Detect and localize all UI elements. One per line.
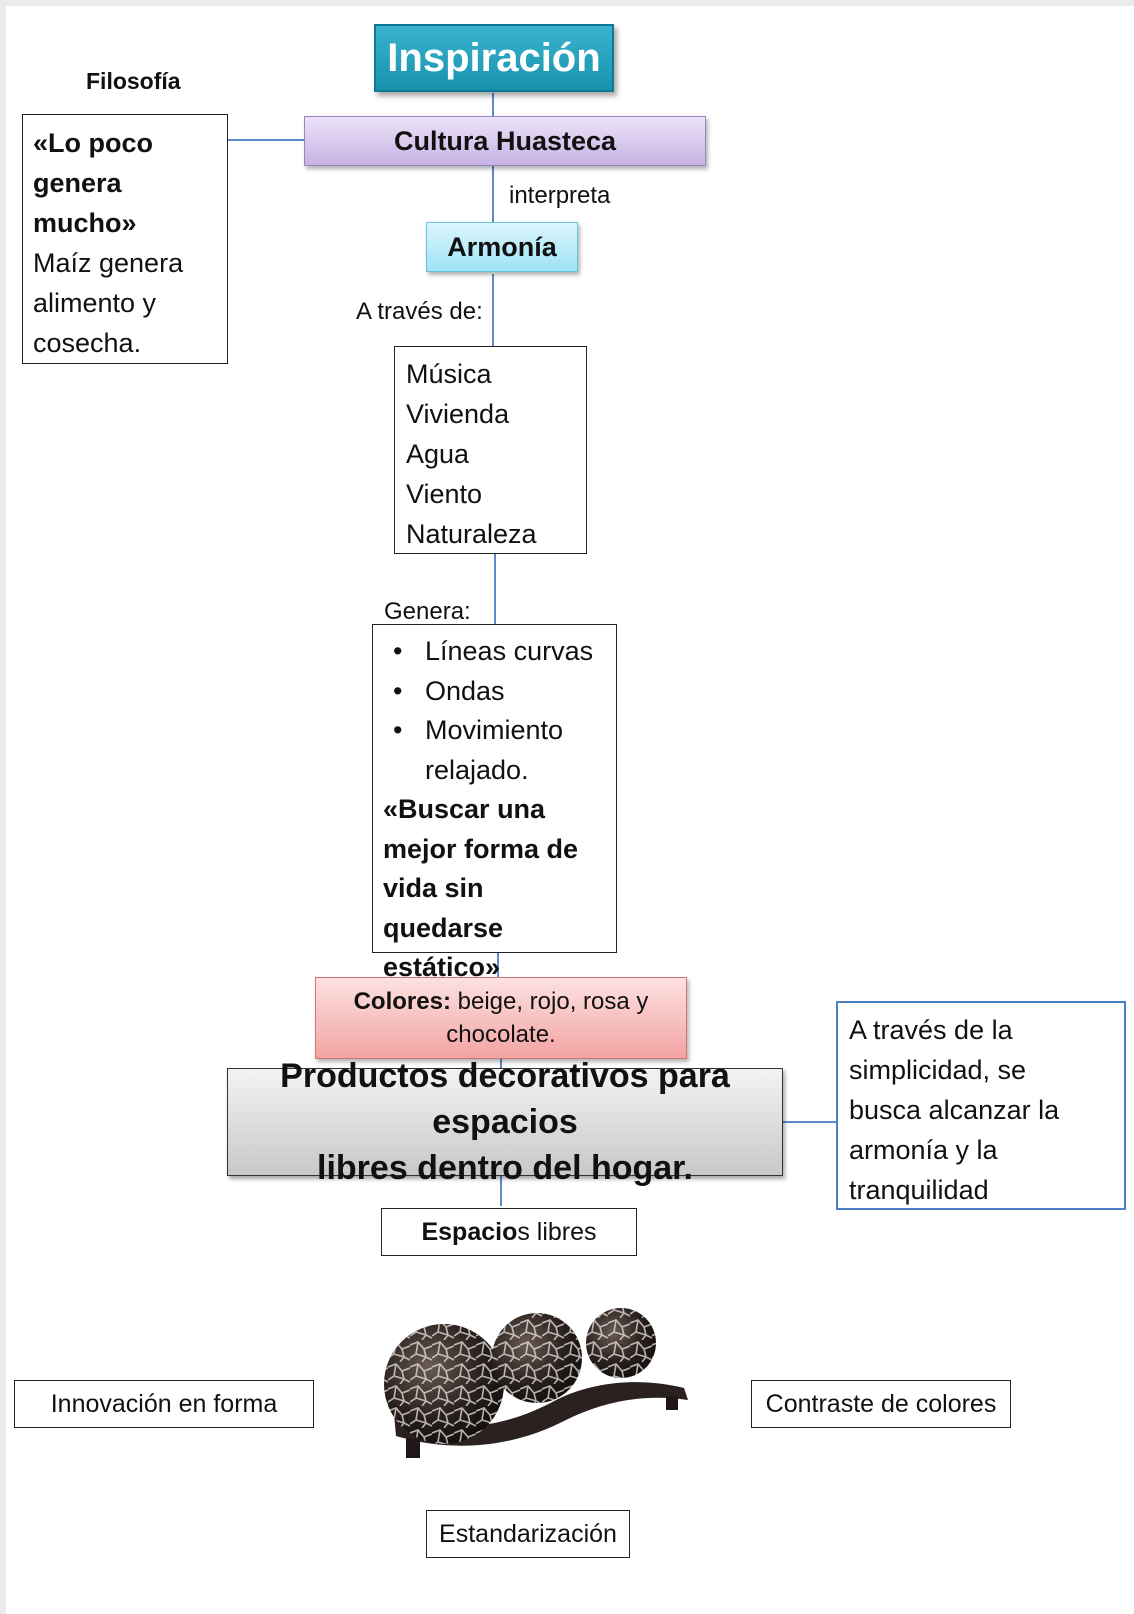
filosofia-text-line: cosecha. bbox=[33, 328, 142, 358]
productos-line-2: libres dentro del hogar. bbox=[317, 1149, 693, 1187]
espacios-libres-label: Espacios libres bbox=[421, 1218, 596, 1247]
innovacion-label: Innovación en forma bbox=[50, 1389, 278, 1418]
a-traves-de-label: A través de: bbox=[356, 298, 483, 325]
filosofia-quote-line: mucho» bbox=[33, 208, 137, 238]
connector-lista-genera bbox=[494, 546, 496, 656]
filosofia-text-line: Maíz genera bbox=[33, 248, 184, 278]
elemento-item: Música bbox=[406, 359, 492, 389]
espacios-libres-box: Espacios libres bbox=[381, 1208, 637, 1256]
genera-box: Líneas curvas Ondas Movimiento relajado.… bbox=[372, 624, 617, 982]
filosofia-text-line: alimento y bbox=[33, 288, 157, 318]
genera-label: Genera: bbox=[384, 598, 471, 625]
espacios-bold: Espacio bbox=[421, 1217, 518, 1246]
connector-cultura-armonia bbox=[492, 166, 494, 228]
productos-box: Productos decorativos para espacios libr… bbox=[227, 1057, 783, 1187]
estandarizacion-label: Estandarización bbox=[439, 1519, 617, 1548]
concept-map: Inspiración Filosofía «Lo poco genera mu… bbox=[6, 6, 1134, 1614]
filosofia-heading: Filosofía bbox=[86, 68, 181, 94]
genera-list: Líneas curvas Ondas Movimiento bbox=[383, 632, 606, 751]
simplicidad-line: busca alcanzar la bbox=[849, 1095, 1060, 1125]
estandarizacion-box: Estandarización bbox=[426, 1510, 630, 1558]
genera-item: Ondas bbox=[393, 672, 606, 712]
elemento-item: Vivienda bbox=[406, 399, 510, 429]
elemento-item: Agua bbox=[406, 439, 470, 469]
simplicidad-line: armonía y la bbox=[849, 1135, 998, 1165]
filosofia-text: Maíz genera alimento y cosecha. bbox=[33, 243, 217, 363]
tray-foot bbox=[406, 1438, 420, 1458]
connector-productos-espacios bbox=[500, 1174, 502, 1206]
decorative-spheres-image bbox=[384, 1308, 688, 1458]
inspiracion-title: Inspiración bbox=[387, 35, 601, 80]
contraste-box: Contraste de colores bbox=[751, 1380, 1011, 1428]
cultura-box: Cultura Huasteca bbox=[304, 116, 706, 166]
simplicidad-line: tranquilidad bbox=[849, 1175, 989, 1205]
colores-text: beige, rojo, rosa y bbox=[450, 988, 649, 1015]
genera-quote-line: mejor forma de bbox=[383, 833, 579, 864]
elemento-item: Viento bbox=[406, 479, 483, 509]
genera-quote-line: vida sin quedarse bbox=[383, 873, 504, 943]
connector-colores-productos bbox=[500, 1056, 502, 1070]
armonia-box: Armonía bbox=[426, 222, 578, 272]
genera-item: Movimiento bbox=[393, 711, 606, 751]
filosofia-box: «Lo poco genera mucho» Maíz genera alime… bbox=[22, 114, 228, 364]
connector-filosofia-cultura bbox=[227, 139, 307, 141]
espacios-rest: s libres bbox=[517, 1217, 597, 1246]
elementos-box: Música Vivienda Agua Viento Naturaleza bbox=[394, 346, 587, 554]
genera-quote: «Buscar una mejor forma de vida sin qued… bbox=[383, 790, 606, 988]
connector-armonia-lista bbox=[492, 274, 494, 346]
interpreta-label: interpreta bbox=[509, 182, 611, 209]
armonia-label: Armonía bbox=[447, 231, 557, 262]
inspiracion-title-box: Inspiración bbox=[374, 24, 614, 92]
colores-line-1: Colores: beige, rojo, rosa y bbox=[354, 985, 649, 1018]
genera-quote-line: «Buscar una bbox=[383, 794, 546, 824]
simplicidad-box: A través de la simplicidad, se busca alc… bbox=[836, 1001, 1126, 1210]
connector-productos-simplicidad bbox=[782, 1121, 836, 1123]
filosofia-quote-line: «Lo poco bbox=[33, 128, 153, 158]
colores-label: Colores: bbox=[353, 988, 451, 1015]
connector-title-cultura bbox=[492, 93, 494, 123]
genera-item: Líneas curvas bbox=[393, 632, 606, 672]
genera-item-continuation: relajado. bbox=[425, 754, 529, 785]
tray-foot bbox=[666, 1396, 678, 1410]
filosofia-quote-line: genera bbox=[33, 168, 122, 198]
colores-line-2: chocolate. bbox=[446, 1021, 556, 1048]
elemento-item: Naturaleza bbox=[406, 519, 537, 549]
colores-box: Colores: beige, rojo, rosa y chocolate. bbox=[315, 977, 687, 1059]
simplicidad-line: simplicidad, se bbox=[849, 1055, 1027, 1085]
cultura-label: Cultura Huasteca bbox=[393, 125, 617, 156]
simplicidad-line: A través de la bbox=[849, 1015, 1013, 1045]
productos-line-1: Productos decorativos para espacios bbox=[280, 1057, 730, 1141]
filosofia-quote: «Lo poco genera mucho» bbox=[33, 123, 217, 243]
innovacion-box: Innovación en forma bbox=[14, 1380, 314, 1428]
contraste-label: Contraste de colores bbox=[765, 1389, 997, 1418]
